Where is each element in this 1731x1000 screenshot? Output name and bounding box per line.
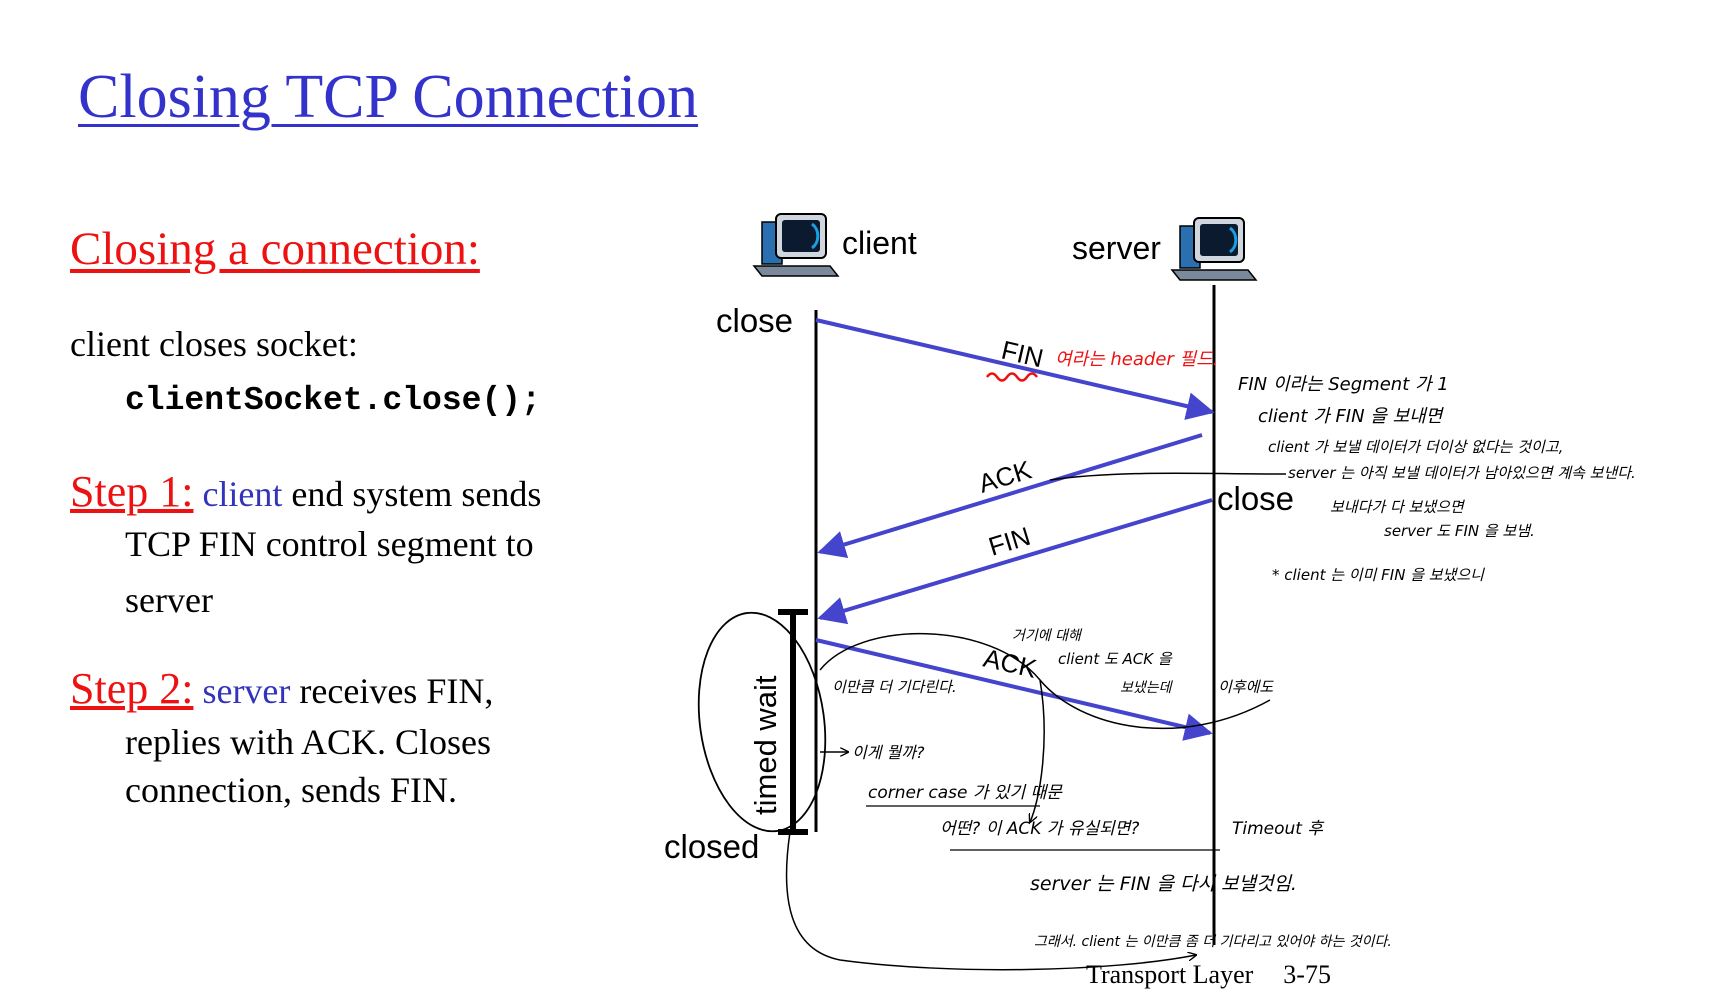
- note-server-resend: server 는 FIN 을 다시 보낼것임.: [1030, 873, 1297, 895]
- note-fin-segment: FIN 이라는 Segment 가 1: [1238, 374, 1449, 395]
- note-what-is-this: 이게 뭘까?: [852, 743, 925, 762]
- fin-header-note: 여라는 header 필드.: [1055, 349, 1218, 370]
- note-wait-more: 이만큼 더 기다린다.: [832, 678, 957, 696]
- client-close-label: close: [716, 302, 793, 339]
- client-computer-icon: [752, 213, 840, 277]
- server-computer-icon: [1170, 217, 1258, 281]
- step1-line2: TCP FIN control segment to: [125, 524, 534, 564]
- note-even-after: 이후에도: [1218, 678, 1274, 696]
- step1-label: Step 1:: [70, 467, 194, 516]
- note-client-sends-fin: client 가 FIN 을 보내면: [1258, 406, 1445, 427]
- step1-actor: client: [202, 474, 283, 514]
- step2-actor: server: [202, 671, 291, 711]
- footer-section: Transport Layer: [1086, 960, 1254, 989]
- slide-footer: Transport Layer 3-75: [1086, 960, 1331, 990]
- ack-label-2: ACK: [981, 643, 1040, 684]
- fin-arrow-1: [815, 318, 1215, 420]
- timed-wait-circle: [697, 611, 827, 833]
- step2-line3: connection, sends FIN.: [125, 770, 457, 810]
- step2-line1: Step 2: server receives FIN,: [70, 667, 493, 711]
- note-when-done: 보내다가 다 보냈으면: [1330, 498, 1466, 516]
- step2-line2: replies with ACK. Closes: [125, 722, 491, 762]
- step1-line1: Step 1: client end system sends: [70, 470, 541, 514]
- note-link-ack: [1049, 472, 1287, 481]
- closed-label: closed: [664, 828, 759, 865]
- slide-title: Closing TCP Connection: [78, 63, 699, 131]
- step2-line1-rest: receives FIN,: [290, 671, 494, 711]
- fin-arrow-2: [817, 498, 1213, 625]
- step2-label: Step 2:: [70, 664, 194, 713]
- note-in-response: 거기에 대해: [1012, 628, 1083, 644]
- note-wait-curve: [785, 831, 1196, 971]
- timed-wait-bracket: [778, 609, 808, 835]
- client-label: client: [842, 225, 917, 261]
- note-client-already-fin: * client 는 이미 FIN 을 보냈으니: [1272, 566, 1485, 584]
- server-label: server: [1072, 230, 1161, 266]
- note-corner-case: corner case 가 있기 때문: [868, 783, 1063, 803]
- fin-squiggle: [985, 372, 1039, 382]
- ack-arrow-1: [817, 433, 1203, 559]
- note-if-ack-lost: 어떤? 이 ACK 가 유실되면?: [940, 819, 1139, 839]
- client-closes-text: client closes socket:: [70, 324, 358, 364]
- step1-line3: server: [125, 580, 213, 620]
- note-timeout: Timeout 후: [1232, 819, 1325, 839]
- timed-wait-label: timed wait: [748, 675, 783, 815]
- note-client-should-wait: 그래서. client 는 이만큼 좀 더 기다리고 있어야 하는 것이다.: [1034, 934, 1392, 950]
- section-subtitle: Closing a connection:: [70, 223, 480, 275]
- fin-label-1: FIN: [999, 335, 1047, 374]
- note-client-ack: client 도 ACK 을: [1058, 650, 1173, 668]
- note-sent: 보냈는데: [1120, 680, 1174, 696]
- code-snippet: clientSocket.close();: [125, 382, 541, 419]
- ack-label-1: ACK: [975, 454, 1036, 499]
- note-server-continues: server 는 아직 보낼 데이터가 남아있으면 계속 보낸다.: [1288, 464, 1636, 482]
- note-no-more-data: client 가 보낼 데이터가 더이상 없다는 것이고,: [1268, 438, 1563, 456]
- ack-arrow-2: [815, 638, 1213, 741]
- note-pointer-ack: [1030, 679, 1045, 822]
- footer-page: 3-75: [1283, 960, 1331, 989]
- note-server-fin: server 도 FIN 을 보냄.: [1384, 522, 1535, 540]
- step1-line1-rest: end system sends: [282, 474, 542, 514]
- server-close-label: close: [1217, 480, 1294, 517]
